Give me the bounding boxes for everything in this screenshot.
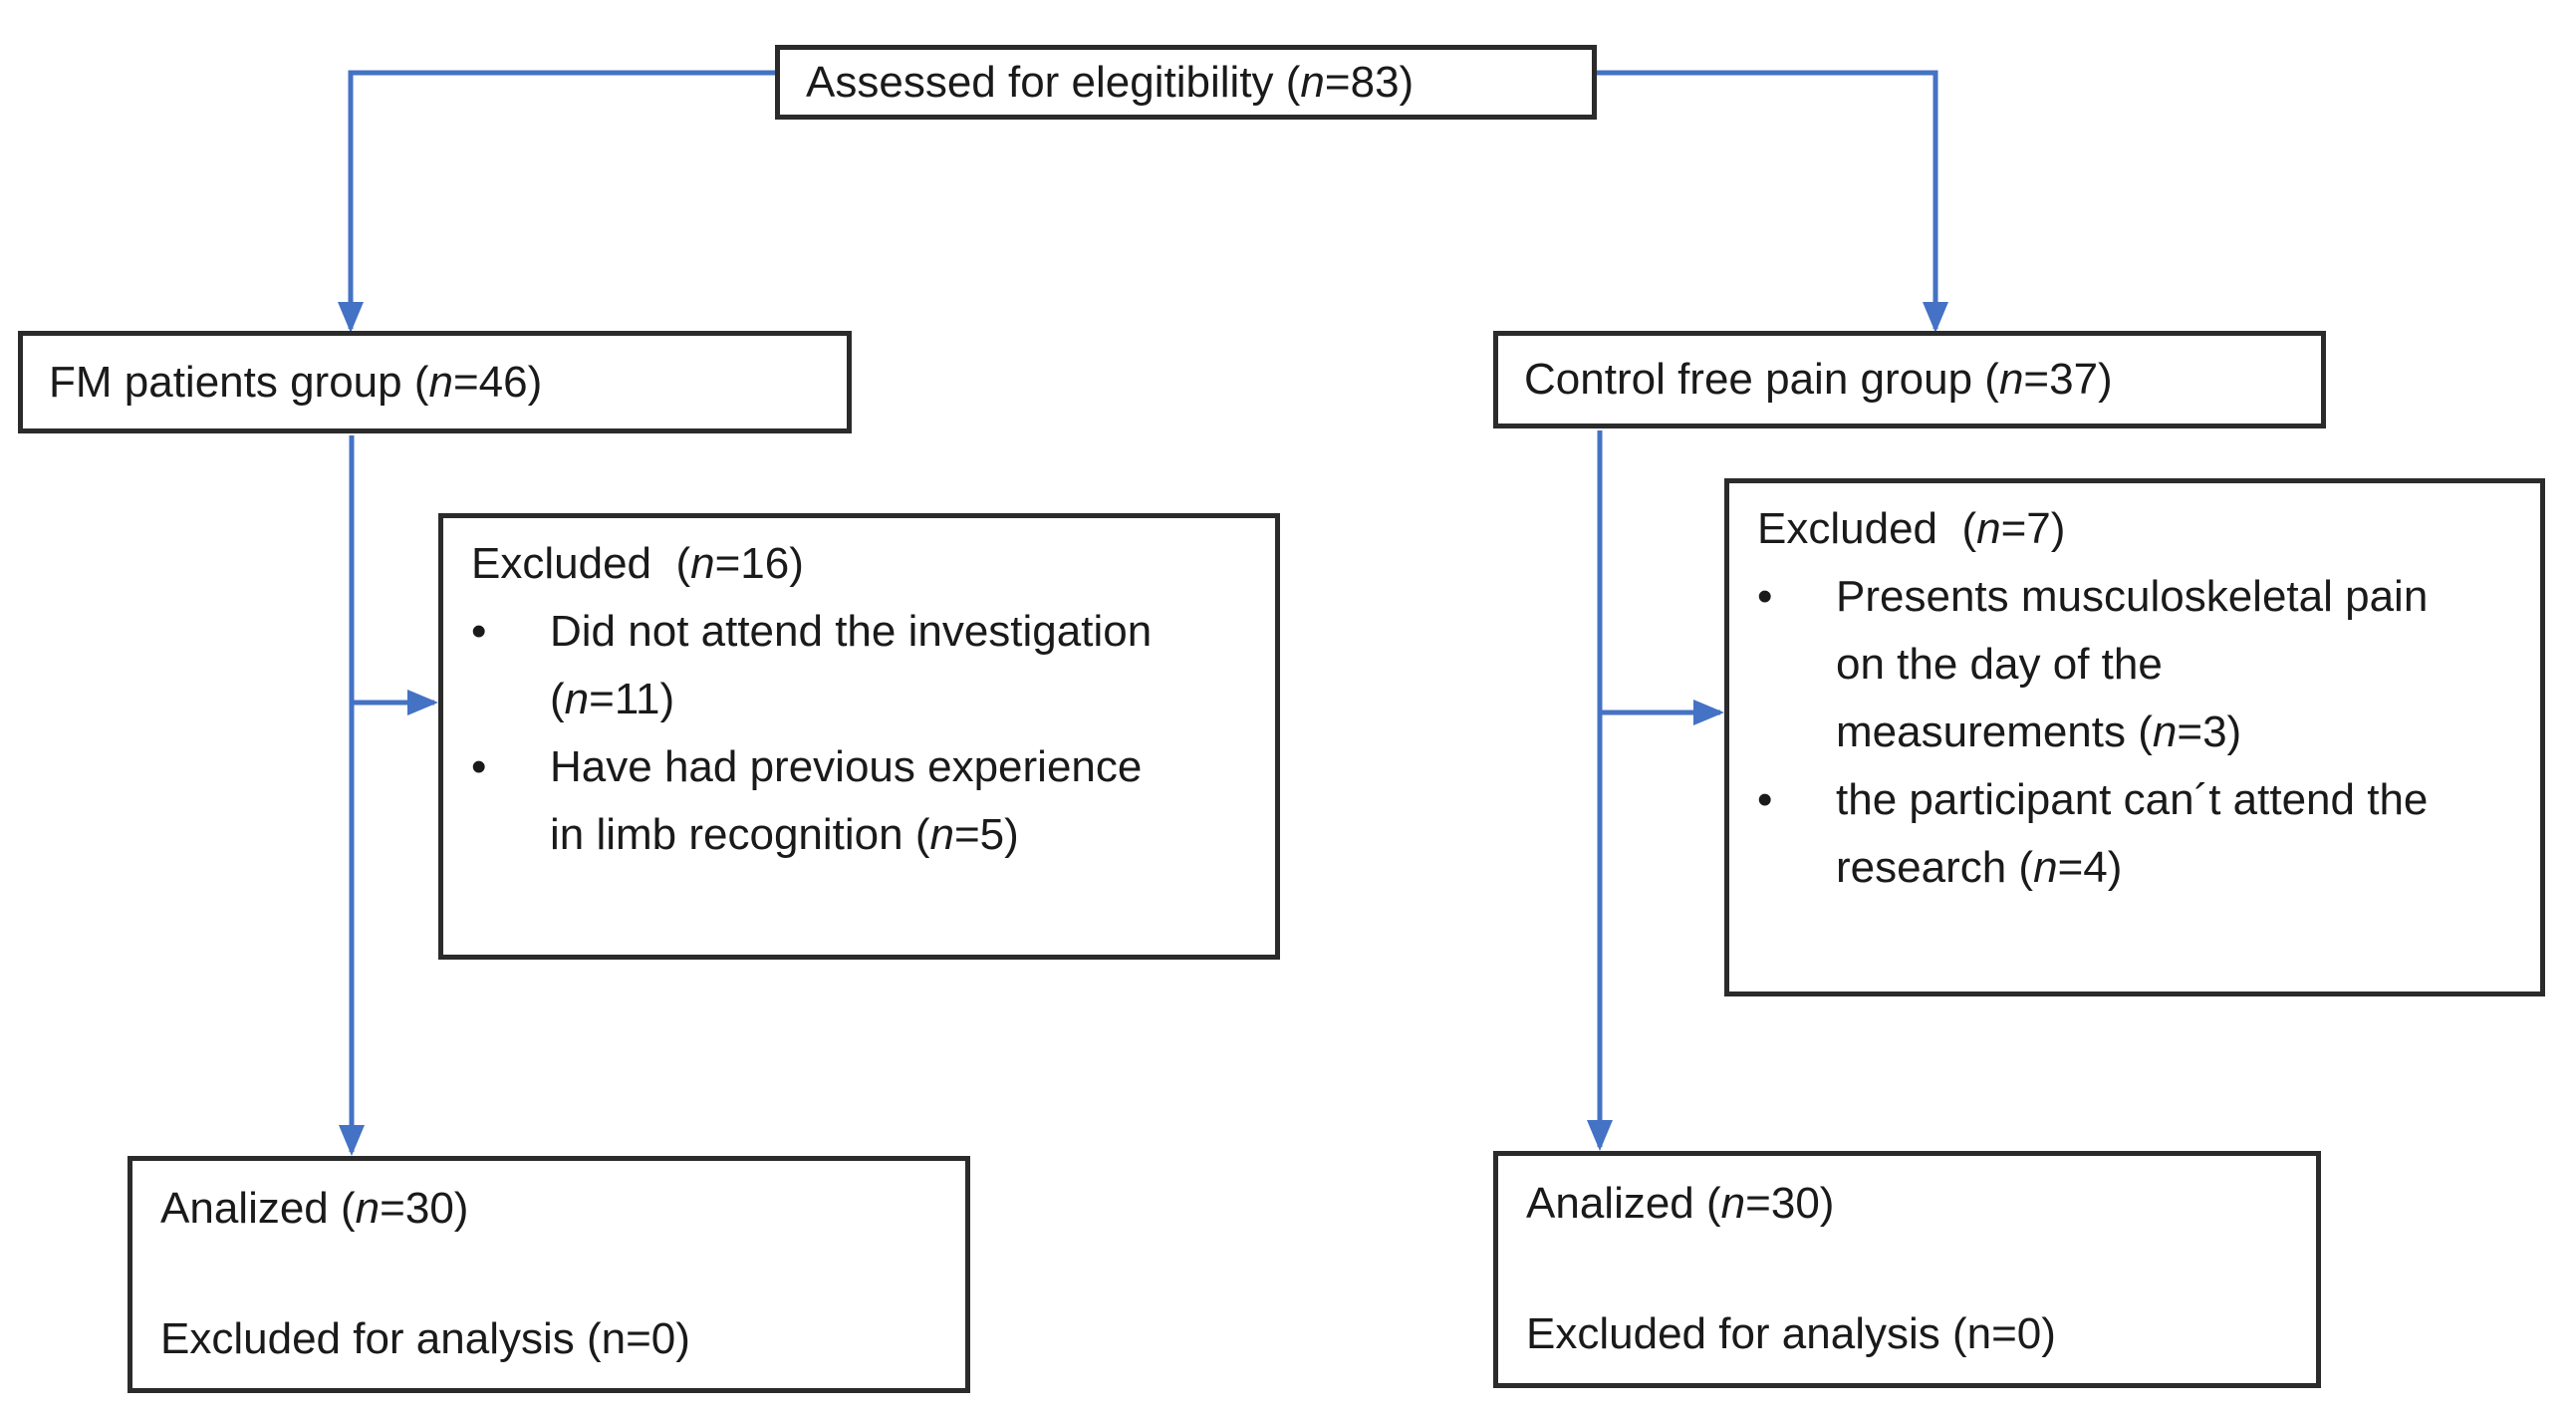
text-segment: =5) — [953, 810, 1019, 859]
control-excluded-box: Excluded (n=7) • Presents musculoskeleta… — [1724, 478, 2545, 996]
text-segment: Presents musculoskeletal pain on the day… — [1836, 572, 2441, 756]
connector-assessed-to-control-group — [1594, 70, 1948, 333]
fm-analyzed-body: Analized (n=30) Excluded for analysis (n… — [132, 1161, 965, 1373]
fm-analyzed-box: Analized (n=30) Excluded for analysis (n… — [128, 1156, 970, 1393]
assessed-box: Assessed for elegitibility (n=83) — [775, 45, 1597, 120]
bullet-icon: • — [1757, 775, 1773, 824]
text-segment: Have had previous experience in limb rec… — [550, 742, 1155, 859]
fm-excluded-bullet-2-text: Have had previous experience in limb rec… — [550, 733, 1167, 869]
n-variable: n — [1300, 57, 1325, 107]
text-segment: =37) — [2023, 355, 2113, 404]
text-segment: Analized ( — [1526, 1179, 1721, 1228]
n-variable: n — [428, 357, 453, 407]
text-segment: Excluded for analysis (n=0) — [160, 1314, 690, 1363]
text-segment: Analized ( — [160, 1184, 356, 1233]
control-excluded-title: Excluded (n=7) — [1757, 495, 2520, 563]
text-segment: Control free pain group ( — [1524, 355, 1999, 404]
control-excluded-body: Excluded (n=7) • Presents musculoskeleta… — [1729, 483, 2540, 902]
n-variable: n — [690, 539, 715, 588]
text-segment: =16) — [714, 539, 804, 588]
text-segment: Did not attend the investigation ( — [550, 607, 1164, 723]
text-segment: =4) — [2057, 843, 2123, 892]
text-segment: =30) — [380, 1184, 469, 1233]
connector-assessed-to-fm-group — [338, 70, 777, 333]
fm-excluded-body: Excluded (n=16) • Did not attend the inv… — [443, 518, 1275, 869]
control-excluded-bullet-1-text: Presents musculoskeletal pain on the day… — [1836, 563, 2453, 766]
fm-excluded-bullet-1: • Did not attend the investigation (n=11… — [471, 598, 1255, 733]
text-segment: =83) — [1324, 57, 1415, 107]
text-segment: Excluded ( — [471, 539, 691, 588]
control-group-box: Control free pain group (n=37) — [1493, 331, 2326, 428]
fm-excluded-box: Excluded (n=16) • Did not attend the inv… — [438, 513, 1280, 960]
n-variable: n — [1976, 504, 2001, 553]
text-segment: Assessed for elegitibility ( — [806, 57, 1301, 107]
control-excluded-bullet-1: • Presents musculoskeletal pain on the d… — [1757, 563, 2520, 766]
text-segment: =30) — [1745, 1179, 1835, 1228]
n-variable: n — [1998, 355, 2024, 404]
control-analyzed-body: Analized (n=30) Excluded for analysis (n… — [1498, 1156, 2316, 1368]
fm-excluded-bullet-1-text: Did not attend the investigation (n=11) — [550, 598, 1167, 733]
text-segment: =46) — [452, 357, 543, 407]
text-segment: Excluded ( — [1757, 504, 1977, 553]
text-segment: =11) — [589, 675, 675, 723]
fm-excluded-bullet-2: • Have had previous experience in limb r… — [471, 733, 1255, 869]
n-variable: n — [564, 675, 590, 723]
control-analyzed-line1: Analized (n=30) — [1526, 1170, 2296, 1238]
fm-analyzed-line2: Excluded for analysis (n=0) — [160, 1305, 945, 1373]
text-segment: FM patients group ( — [49, 357, 429, 407]
assessed-label: Assessed for elegitibility (n=83) — [806, 49, 1414, 117]
text-segment: Excluded for analysis (n=0) — [1526, 1309, 2056, 1358]
control-analyzed-line2: Excluded for analysis (n=0) — [1526, 1300, 2296, 1368]
text-segment: =7) — [2000, 504, 2066, 553]
control-group-label: Control free pain group (n=37) — [1524, 346, 2113, 414]
n-variable: n — [929, 810, 954, 859]
n-variable: n — [2152, 708, 2178, 756]
control-excluded-bullet-2: • the participant can´t attend the resea… — [1757, 766, 2520, 902]
control-excluded-bullet-2-text: the participant can´t attend the researc… — [1836, 766, 2453, 902]
bullet-icon: • — [471, 742, 487, 791]
fm-analyzed-line1: Analized (n=30) — [160, 1175, 945, 1243]
fm-group-label: FM patients group (n=46) — [49, 349, 542, 417]
bullet-icon: • — [1757, 572, 1773, 621]
fm-group-box: FM patients group (n=46) — [18, 331, 852, 433]
text-segment: =3) — [2177, 708, 2242, 756]
n-variable: n — [2033, 843, 2058, 892]
fm-excluded-title: Excluded (n=16) — [471, 530, 1255, 598]
n-variable: n — [1720, 1179, 1746, 1228]
text-segment: the participant can´t attend the researc… — [1836, 775, 2441, 892]
bullet-icon: • — [471, 607, 487, 656]
control-analyzed-box: Analized (n=30) Excluded for analysis (n… — [1493, 1151, 2321, 1388]
n-variable: n — [355, 1184, 381, 1233]
